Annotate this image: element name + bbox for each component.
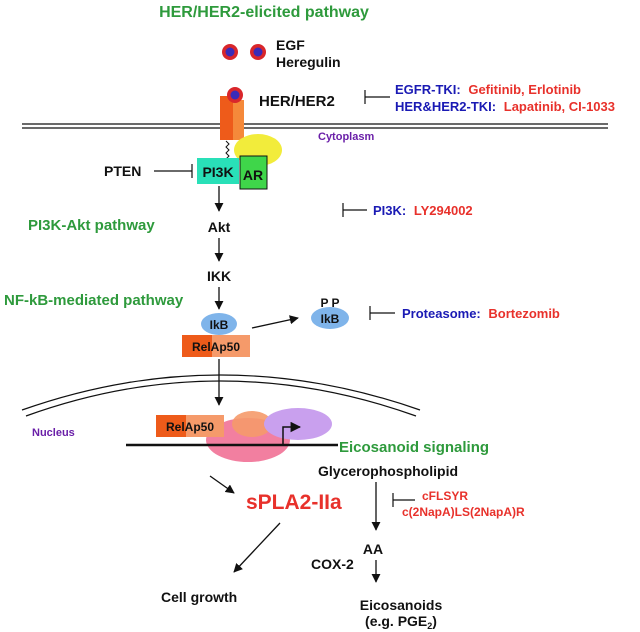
her-her2-label: HER/HER2: [259, 93, 335, 110]
ikb-label: IkB: [210, 318, 229, 332]
akt-label: Akt: [208, 219, 231, 235]
arrow-to-spla2: [209, 475, 235, 494]
p50-nuc-box: [186, 415, 224, 437]
proteasome-text: Proteasome: Bortezomib: [402, 306, 560, 321]
ar-label: AR: [243, 167, 263, 183]
linker-squiggle-icon: [225, 140, 230, 160]
spla2-label: sPLA2-IIa: [246, 491, 342, 514]
p50-box: [212, 335, 250, 357]
her-pathway-title: HER/HER2-elicited pathway: [159, 4, 369, 21]
transcription-start-icon: [282, 421, 302, 445]
pge2-label: (e.g. PGE2): [365, 613, 437, 631]
phospho-marks: P P: [320, 296, 339, 310]
ligand-icon: [222, 44, 238, 60]
ikk-label: IKK: [207, 268, 231, 284]
coactivator-blob: [264, 408, 332, 440]
p50-blob: [232, 411, 272, 437]
peptide-2-label: c(2NapA)LS(2NapA)R: [402, 505, 525, 519]
pi3k-box: [197, 158, 239, 184]
pi3k-akt-title: PI3K-Akt pathway: [28, 217, 155, 234]
her-tki-text: HER&HER2-TKI: Lapatinib, CI-1033: [395, 99, 615, 114]
relap50-nuc-label: RelAp50: [166, 420, 214, 434]
arrow-phosphorylation: [251, 315, 299, 329]
arrow-to-cell-growth: [233, 522, 281, 573]
egf-label: EGF: [276, 37, 305, 53]
cytoplasm-label: Cytoplasm: [318, 131, 374, 143]
pi3k-label: PI3K: [202, 164, 233, 180]
bound-ligand-icon: [227, 87, 243, 103]
phospho-ikb-label: IkB: [321, 312, 340, 326]
glycerophospholipid-label: Glycerophospholipid: [318, 463, 458, 479]
eicosanoid-title: Eicosanoid signaling: [339, 439, 489, 456]
nuclear-envelope: [21, 374, 421, 417]
her-receptor: [220, 96, 233, 140]
phospho-ikb-oval: [311, 307, 349, 329]
ar-box: [239, 155, 268, 190]
eicosanoids-label: Eicosanoids: [360, 597, 443, 613]
plasma-membrane: [22, 123, 608, 129]
peptide-1-label: cFLSYR: [422, 489, 468, 503]
pten-label: PTEN: [104, 163, 141, 179]
rela-box: [182, 335, 212, 357]
ikb-oval: [201, 313, 237, 335]
nfkb-title: NF-kB-mediated pathway: [4, 292, 184, 309]
heregulin-label: Heregulin: [276, 54, 341, 70]
cox2-label: COX-2: [311, 556, 354, 572]
cell-growth-label: Cell growth: [161, 589, 237, 605]
rela-nuc-box: [156, 415, 186, 437]
aa-label: AA: [363, 541, 383, 557]
ligand-icon: [250, 44, 266, 60]
her2-receptor: [233, 100, 244, 140]
nucleus-label: Nucleus: [32, 427, 75, 439]
relap50-label: RelAp50: [192, 340, 240, 354]
pi3k-inhibitor-text: PI3K: LY294002: [373, 203, 473, 218]
egfr-tki-text: EGFR-TKI: Gefitinib, Erlotinib: [395, 82, 581, 97]
